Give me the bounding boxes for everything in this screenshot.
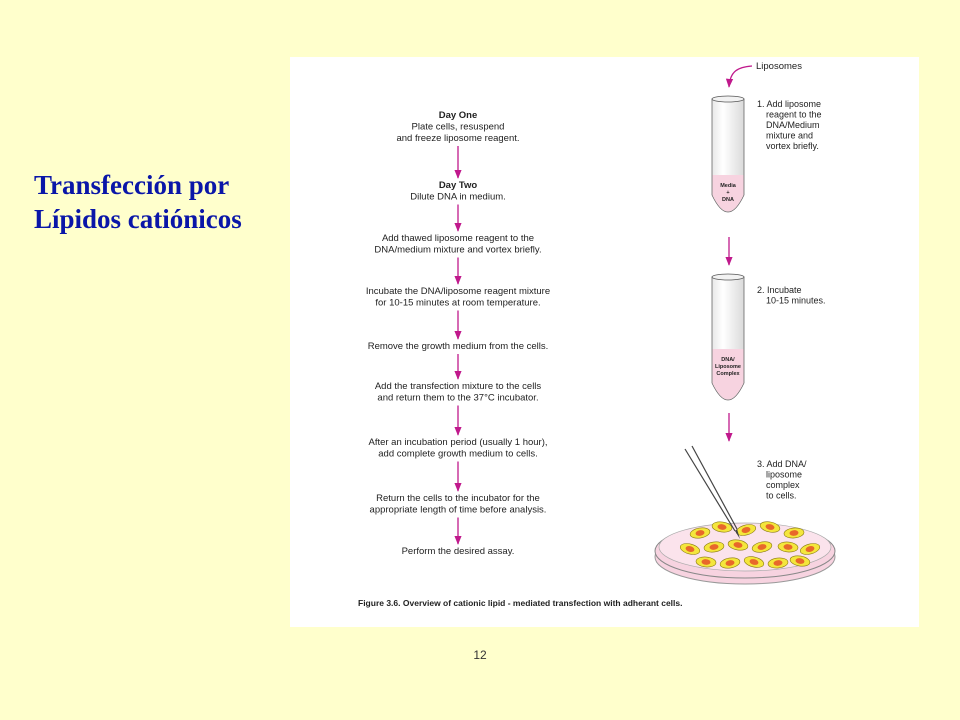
cell bbox=[719, 557, 741, 569]
cell-nucleus bbox=[725, 560, 735, 566]
cell-nucleus bbox=[701, 559, 711, 565]
cell-nucleus bbox=[741, 527, 751, 533]
step-text: and freeze liposome reagent. bbox=[396, 133, 519, 144]
step-9: Perform the desired assay. bbox=[402, 546, 515, 557]
cell bbox=[679, 543, 701, 555]
cell bbox=[777, 541, 799, 553]
step-text: Add the transfection mixture to the cell… bbox=[375, 381, 542, 392]
step-note-line: mixture and bbox=[766, 131, 813, 141]
cell bbox=[727, 539, 749, 551]
step-text: Add thawed liposome reagent to the bbox=[382, 233, 534, 244]
step-note-line: vortex briefly. bbox=[766, 141, 819, 151]
step-7: After an incubation period (usually 1 ho… bbox=[368, 437, 547, 460]
cell-nucleus bbox=[749, 559, 759, 565]
cell bbox=[789, 555, 811, 567]
cell-nucleus bbox=[773, 560, 783, 566]
step-note-line: complex bbox=[766, 480, 800, 490]
step-heading: Day Two bbox=[439, 180, 478, 191]
tube-label: + bbox=[726, 190, 729, 196]
cell-nucleus bbox=[765, 524, 775, 530]
step-3: Add thawed liposome reagent to theDNA/me… bbox=[374, 233, 541, 256]
pipette-line-a bbox=[684, 448, 736, 532]
step-note-line: DNA/Medium bbox=[766, 120, 820, 130]
step-text: Remove the growth medium from the cells. bbox=[368, 341, 549, 352]
cell bbox=[751, 541, 773, 553]
step-text: and return them to the 37°C incubator. bbox=[377, 393, 538, 404]
step-text: Perform the desired assay. bbox=[402, 546, 515, 557]
tube-label: Complex bbox=[716, 371, 740, 377]
step-text: Plate cells, resuspend bbox=[412, 122, 505, 133]
cell-nucleus bbox=[805, 546, 815, 552]
cell-nucleus bbox=[789, 530, 799, 536]
tube-label: Liposome bbox=[715, 364, 741, 370]
cell bbox=[711, 521, 733, 533]
cell-nucleus bbox=[757, 544, 767, 550]
figure-caption: Figure 3.6. Overview of cationic lipid -… bbox=[358, 598, 683, 608]
cell bbox=[703, 541, 725, 553]
step-note-line: 2. Incubate bbox=[757, 285, 802, 295]
tube-label: DNA bbox=[722, 197, 734, 203]
pipette-line-b bbox=[691, 445, 738, 530]
cell bbox=[783, 527, 805, 539]
cell bbox=[799, 543, 821, 555]
step-8: Return the cells to the incubator for th… bbox=[370, 493, 547, 516]
cell bbox=[743, 556, 765, 568]
step-note-line: reagent to the bbox=[766, 110, 822, 120]
cell bbox=[767, 557, 789, 569]
step-note-line: 3. Add DNA/ bbox=[757, 459, 807, 469]
cell-nucleus bbox=[717, 524, 727, 530]
step-note-line: 10-15 minutes. bbox=[766, 296, 826, 306]
step-text: DNA/medium mixture and vortex briefly. bbox=[374, 245, 541, 256]
petri-dish bbox=[654, 521, 836, 585]
step-4: Incubate the DNA/liposome reagent mixtur… bbox=[366, 286, 550, 309]
tube-label: Media bbox=[720, 183, 737, 189]
liposomes-label: Liposomes bbox=[756, 61, 802, 72]
step-6: Add the transfection mixture to the cell… bbox=[375, 381, 542, 404]
cell bbox=[759, 521, 781, 533]
step-text: After an incubation period (usually 1 ho… bbox=[368, 437, 547, 448]
step-heading: Day One bbox=[439, 110, 478, 121]
liposomes-arrow bbox=[725, 65, 753, 88]
cell-nucleus bbox=[795, 558, 805, 564]
cell-nucleus bbox=[709, 544, 719, 550]
step-note-line: 1. Add liposome bbox=[757, 99, 821, 109]
slide-title-line-1: Transfección por bbox=[34, 170, 230, 200]
tube-liquid bbox=[712, 175, 744, 212]
step-text: Dilute DNA in medium. bbox=[410, 192, 506, 203]
step-text: for 10-15 minutes at room temperature. bbox=[375, 298, 540, 309]
step-text: Incubate the DNA/liposome reagent mixtur… bbox=[366, 286, 550, 297]
step-note-line: to cells. bbox=[766, 491, 797, 501]
cell-nucleus bbox=[783, 544, 793, 550]
step-text: appropriate length of time before analys… bbox=[370, 505, 547, 516]
tube-label: DNA/ bbox=[721, 357, 735, 363]
step-text: Return the cells to the incubator for th… bbox=[376, 493, 540, 504]
tube-rim bbox=[711, 273, 745, 281]
cell-nucleus bbox=[685, 546, 695, 552]
cell bbox=[689, 527, 711, 539]
page-number: 12 bbox=[473, 648, 487, 662]
cell-nucleus bbox=[695, 530, 705, 536]
slide-title-line-2: Lípidos catiónicos bbox=[34, 204, 242, 234]
pipette-tip bbox=[735, 529, 740, 539]
tube-liquid bbox=[712, 349, 744, 400]
slide-title: Transfección por Lípidos catiónicos bbox=[34, 168, 242, 236]
step-5: Remove the growth medium from the cells. bbox=[368, 341, 549, 352]
tube-rim bbox=[711, 95, 745, 103]
cell-nucleus bbox=[733, 542, 743, 548]
step-text: add complete growth medium to cells. bbox=[378, 449, 537, 460]
tube-media-dna: Media+DNA bbox=[711, 95, 745, 213]
cell bbox=[695, 556, 717, 568]
step-note-line: liposome bbox=[766, 470, 802, 480]
pipette bbox=[684, 445, 740, 539]
